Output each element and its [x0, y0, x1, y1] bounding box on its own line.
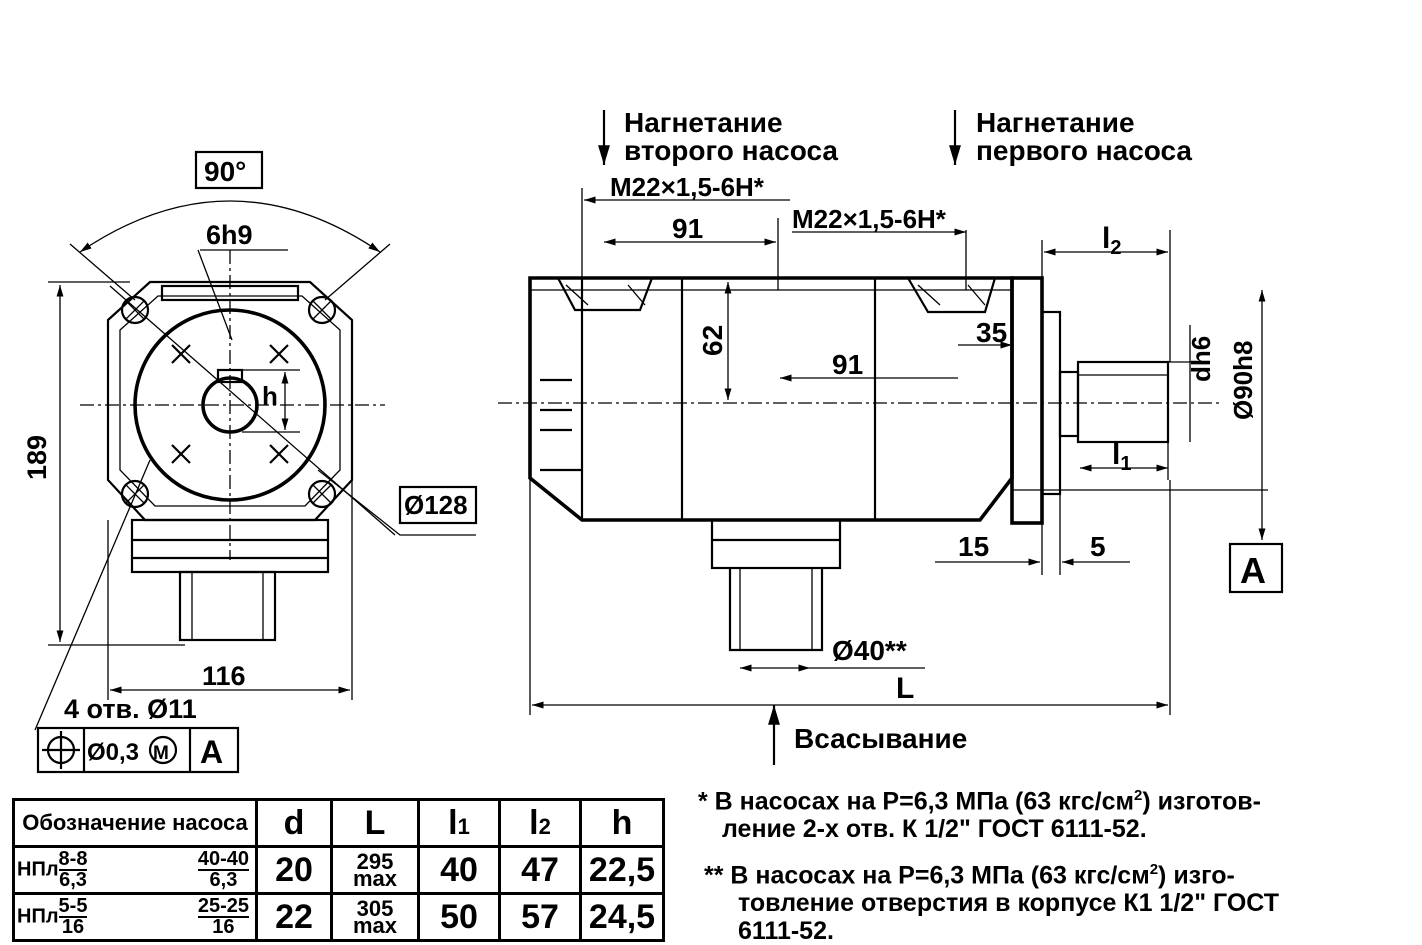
- dim-5: 5: [1090, 531, 1106, 562]
- key-width-label: 6h9: [206, 220, 253, 250]
- dim-d90: Ø90h8: [1228, 341, 1258, 421]
- side-view: [498, 110, 1284, 765]
- thread-label-1: M22×1,5-6H*: [610, 172, 765, 202]
- cell-d: 20: [255, 845, 333, 895]
- tolerance-value: Ø0,3: [87, 739, 139, 766]
- discharge-first-line2: первого насоса: [976, 135, 1192, 166]
- dim-l1: l1: [1112, 438, 1131, 475]
- dim-dh6: dh6: [1186, 336, 1216, 382]
- header-l1: l1: [417, 798, 501, 848]
- cell-l1: 50: [417, 892, 501, 942]
- header-h: h: [579, 798, 665, 848]
- footnote-2: ** В насосах на P=6,3 МПа (63 кгс/см2) и…: [704, 861, 1279, 945]
- bolt-hole-icon: [307, 295, 337, 325]
- dim-91-mid: 91: [832, 349, 863, 380]
- header-designation: Обозначение насоса: [12, 798, 258, 848]
- dim-d40: Ø40**: [832, 635, 907, 666]
- footnote-1: * В насосах на P=6,3 МПа (63 кгс/см2) из…: [698, 787, 1262, 844]
- dim-91-top: 91: [672, 213, 703, 244]
- width-116-label: 116: [202, 661, 246, 691]
- datum-label: A: [200, 734, 223, 770]
- thread-label-2: M22×1,5-6H*: [792, 204, 947, 234]
- cell-l1: 40: [417, 845, 501, 895]
- height-189-label: 189: [22, 435, 52, 480]
- cell-h: 24,5: [579, 892, 665, 942]
- h-label: h: [262, 381, 278, 411]
- holes-label: 4 отв. Ø11: [64, 694, 197, 724]
- dim-15: 15: [958, 531, 989, 562]
- header-d: d: [255, 798, 333, 848]
- header-L: L: [330, 798, 420, 848]
- cell-h: 22,5: [579, 845, 665, 895]
- end-view: [34, 150, 478, 774]
- dim-35: 35: [976, 317, 1007, 348]
- header-l2: l2: [498, 798, 582, 848]
- suction-label: Всасывание: [794, 723, 967, 754]
- cell-l2: 57: [498, 892, 582, 942]
- datum-a-right: A: [1240, 550, 1266, 591]
- bolt-hole-icon: [307, 479, 337, 509]
- dim-L: L: [896, 672, 914, 705]
- position-tolerance-icon: [42, 731, 80, 769]
- discharge-second-line2: второго насоса: [624, 135, 838, 166]
- cell-l2: 47: [498, 845, 582, 895]
- cell-d: 22: [255, 892, 333, 942]
- tolerance-m: M: [153, 743, 169, 764]
- dim-62: 62: [697, 325, 728, 356]
- table-header-row: Обозначение насоса d L l1 l2 h: [12, 798, 665, 848]
- discharge-first-line1: Нагнетание: [976, 107, 1135, 138]
- diameter-128-label: Ø128: [404, 490, 468, 520]
- discharge-second-line1: Нагнетание: [624, 107, 783, 138]
- angle-label: 90°: [204, 156, 246, 187]
- dim-l2: l2: [1102, 222, 1121, 259]
- bolt-hole-icon: [120, 295, 150, 325]
